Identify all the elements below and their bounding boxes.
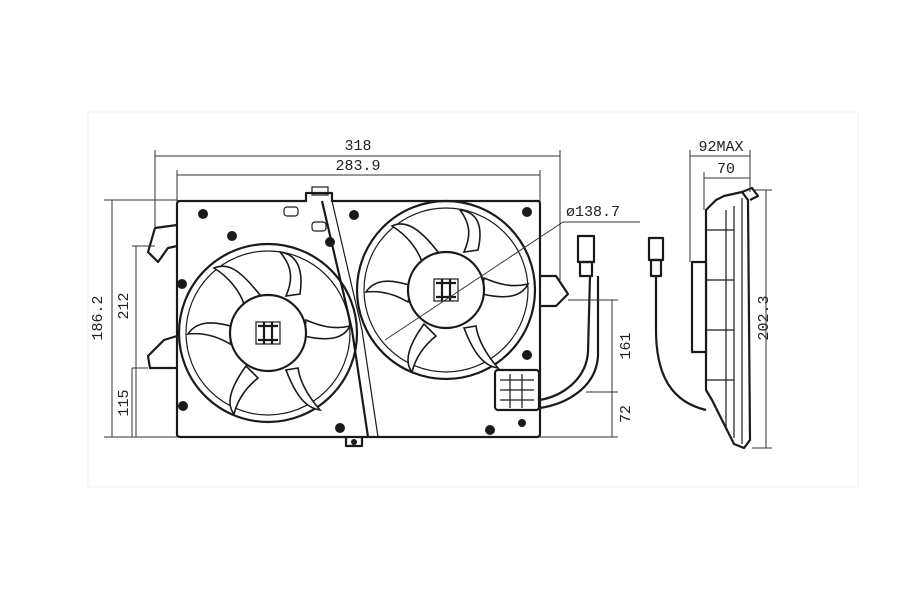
dim-depth: 70: [717, 161, 735, 178]
dim-fan-diameter: ø138.7: [566, 204, 620, 221]
shroud-outline: [175, 191, 542, 439]
resistor-block: [493, 368, 541, 412]
top-tab: [311, 186, 329, 196]
dim-side-height: 202.3: [756, 295, 773, 340]
right-motor-hub: [433, 278, 459, 302]
left-lower-bracket: [146, 334, 178, 370]
dim-max-depth: 92MAX: [698, 139, 743, 156]
right-fan: [355, 199, 537, 381]
left-motor-hub: [255, 321, 281, 345]
side-connector: [647, 236, 665, 262]
harness-connector: [576, 234, 596, 264]
dim-right-161: 161: [618, 332, 635, 359]
dim-height-212: 212: [116, 292, 133, 319]
dim-overall-width: 318: [344, 138, 371, 155]
side-shroud: [704, 190, 752, 450]
mounting-holes: [177, 206, 532, 435]
dim-right-72: 72: [618, 405, 635, 423]
left-fan: [177, 242, 359, 424]
dim-overall-height: 186.2: [90, 295, 107, 340]
dimension-lines: [104, 150, 640, 438]
left-upper-bracket: [146, 223, 178, 264]
dim-inner-width: 283.9: [335, 158, 380, 175]
dim-height-115: 115: [116, 389, 133, 416]
bottom-tab: [344, 437, 364, 448]
drawing-frame: [87, 111, 859, 488]
side-motor: [690, 260, 708, 354]
side-wire: [654, 276, 707, 412]
side-view: 92MAX 70 202.3: [647, 139, 773, 450]
wire-harness: [539, 234, 600, 410]
right-bracket: [540, 274, 570, 308]
front-view: 318 283.9 ø138.7 186.2 212 115 161 72: [90, 138, 640, 448]
